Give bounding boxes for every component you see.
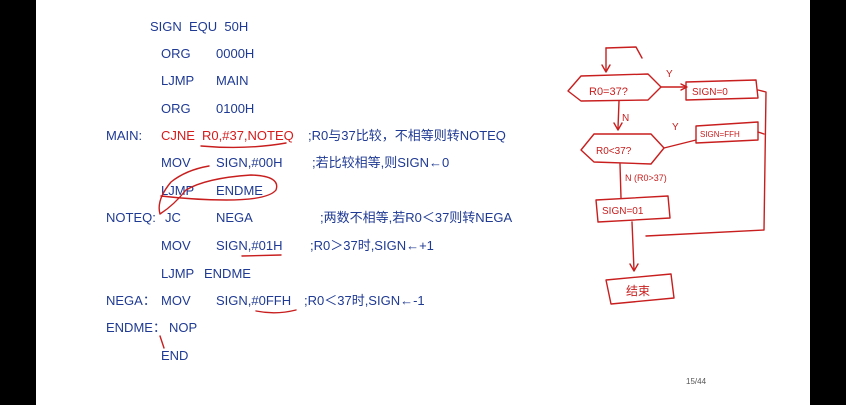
code-label: ENDME： xyxy=(106,320,166,335)
code-operand: MAIN xyxy=(216,73,249,88)
code-mnemonic: LJMP xyxy=(161,266,195,281)
code-operand: 0000H xyxy=(216,46,255,61)
code-label: NEGA： xyxy=(106,293,156,308)
code-label: MAIN: xyxy=(106,128,143,143)
code-operand: NEGA xyxy=(216,210,253,225)
code-comment: ;R0＞37时,SIGN←+1 xyxy=(310,238,434,253)
svg-text:Y: Y xyxy=(672,122,679,133)
ink-annotations: R0=37? Y SIGN=0 N R0<37? Y SIGN=FFH N (R… xyxy=(158,46,767,349)
code-operand: R0,#37,NOTEQ xyxy=(202,128,294,143)
code-mnemonic: LJMP xyxy=(161,73,195,88)
code-operand: SIGN,#0FFH xyxy=(216,293,292,308)
svg-text:结束: 结束 xyxy=(626,284,650,298)
svg-text:SIGN=01: SIGN=01 xyxy=(602,206,644,217)
svg-text:R0<37?: R0<37? xyxy=(596,146,632,157)
code-operand: ENDME xyxy=(216,183,263,198)
code-mnemonic: ORG xyxy=(161,101,191,116)
code-mnemonic: MOV xyxy=(161,238,191,253)
code-comment: ;R0与37比较，不相等则转NOTEQ xyxy=(308,128,506,143)
code-mnemonic: NOP xyxy=(169,320,198,335)
code-mnemonic: JC xyxy=(165,210,181,225)
code-mnemonic: MOV xyxy=(161,155,191,170)
code-operand: SIGN,#00H xyxy=(216,155,283,170)
code-comment: ;两数不相等,若R0＜37则转NEGA xyxy=(320,210,513,225)
code-line-sign-equ: SIGN EQU 50H xyxy=(150,19,249,34)
page-number: 15/44 xyxy=(686,377,707,386)
code-operand: ENDME xyxy=(204,266,251,281)
code-operand: SIGN,#01H xyxy=(216,238,283,253)
svg-text:SIGN=FFH: SIGN=FFH xyxy=(700,130,740,139)
code-mnemonic: ORG xyxy=(161,46,191,61)
svg-text:N: N xyxy=(622,113,629,124)
svg-text:SIGN=0: SIGN=0 xyxy=(692,87,728,98)
code-comment: ;R0＜37时,SIGN←-1 xyxy=(304,293,425,308)
slide: SIGN EQU 50H ORG 0000H LJMP MAIN ORG 010… xyxy=(36,0,810,405)
code-label: NOTEQ: xyxy=(106,210,156,225)
code-mnemonic: LJMP xyxy=(161,183,195,198)
svg-text:R0=37?: R0=37? xyxy=(589,86,628,98)
code-comment: ;若比较相等,则SIGN←0 xyxy=(312,155,450,170)
code-mnemonic: MOV xyxy=(161,293,191,308)
code-mnemonic: CJNE xyxy=(161,128,195,143)
code-operand: 0100H xyxy=(216,101,255,116)
svg-text:N (R0>37): N (R0>37) xyxy=(625,173,667,183)
code-mnemonic: END xyxy=(161,348,189,363)
svg-text:Y: Y xyxy=(666,69,673,80)
